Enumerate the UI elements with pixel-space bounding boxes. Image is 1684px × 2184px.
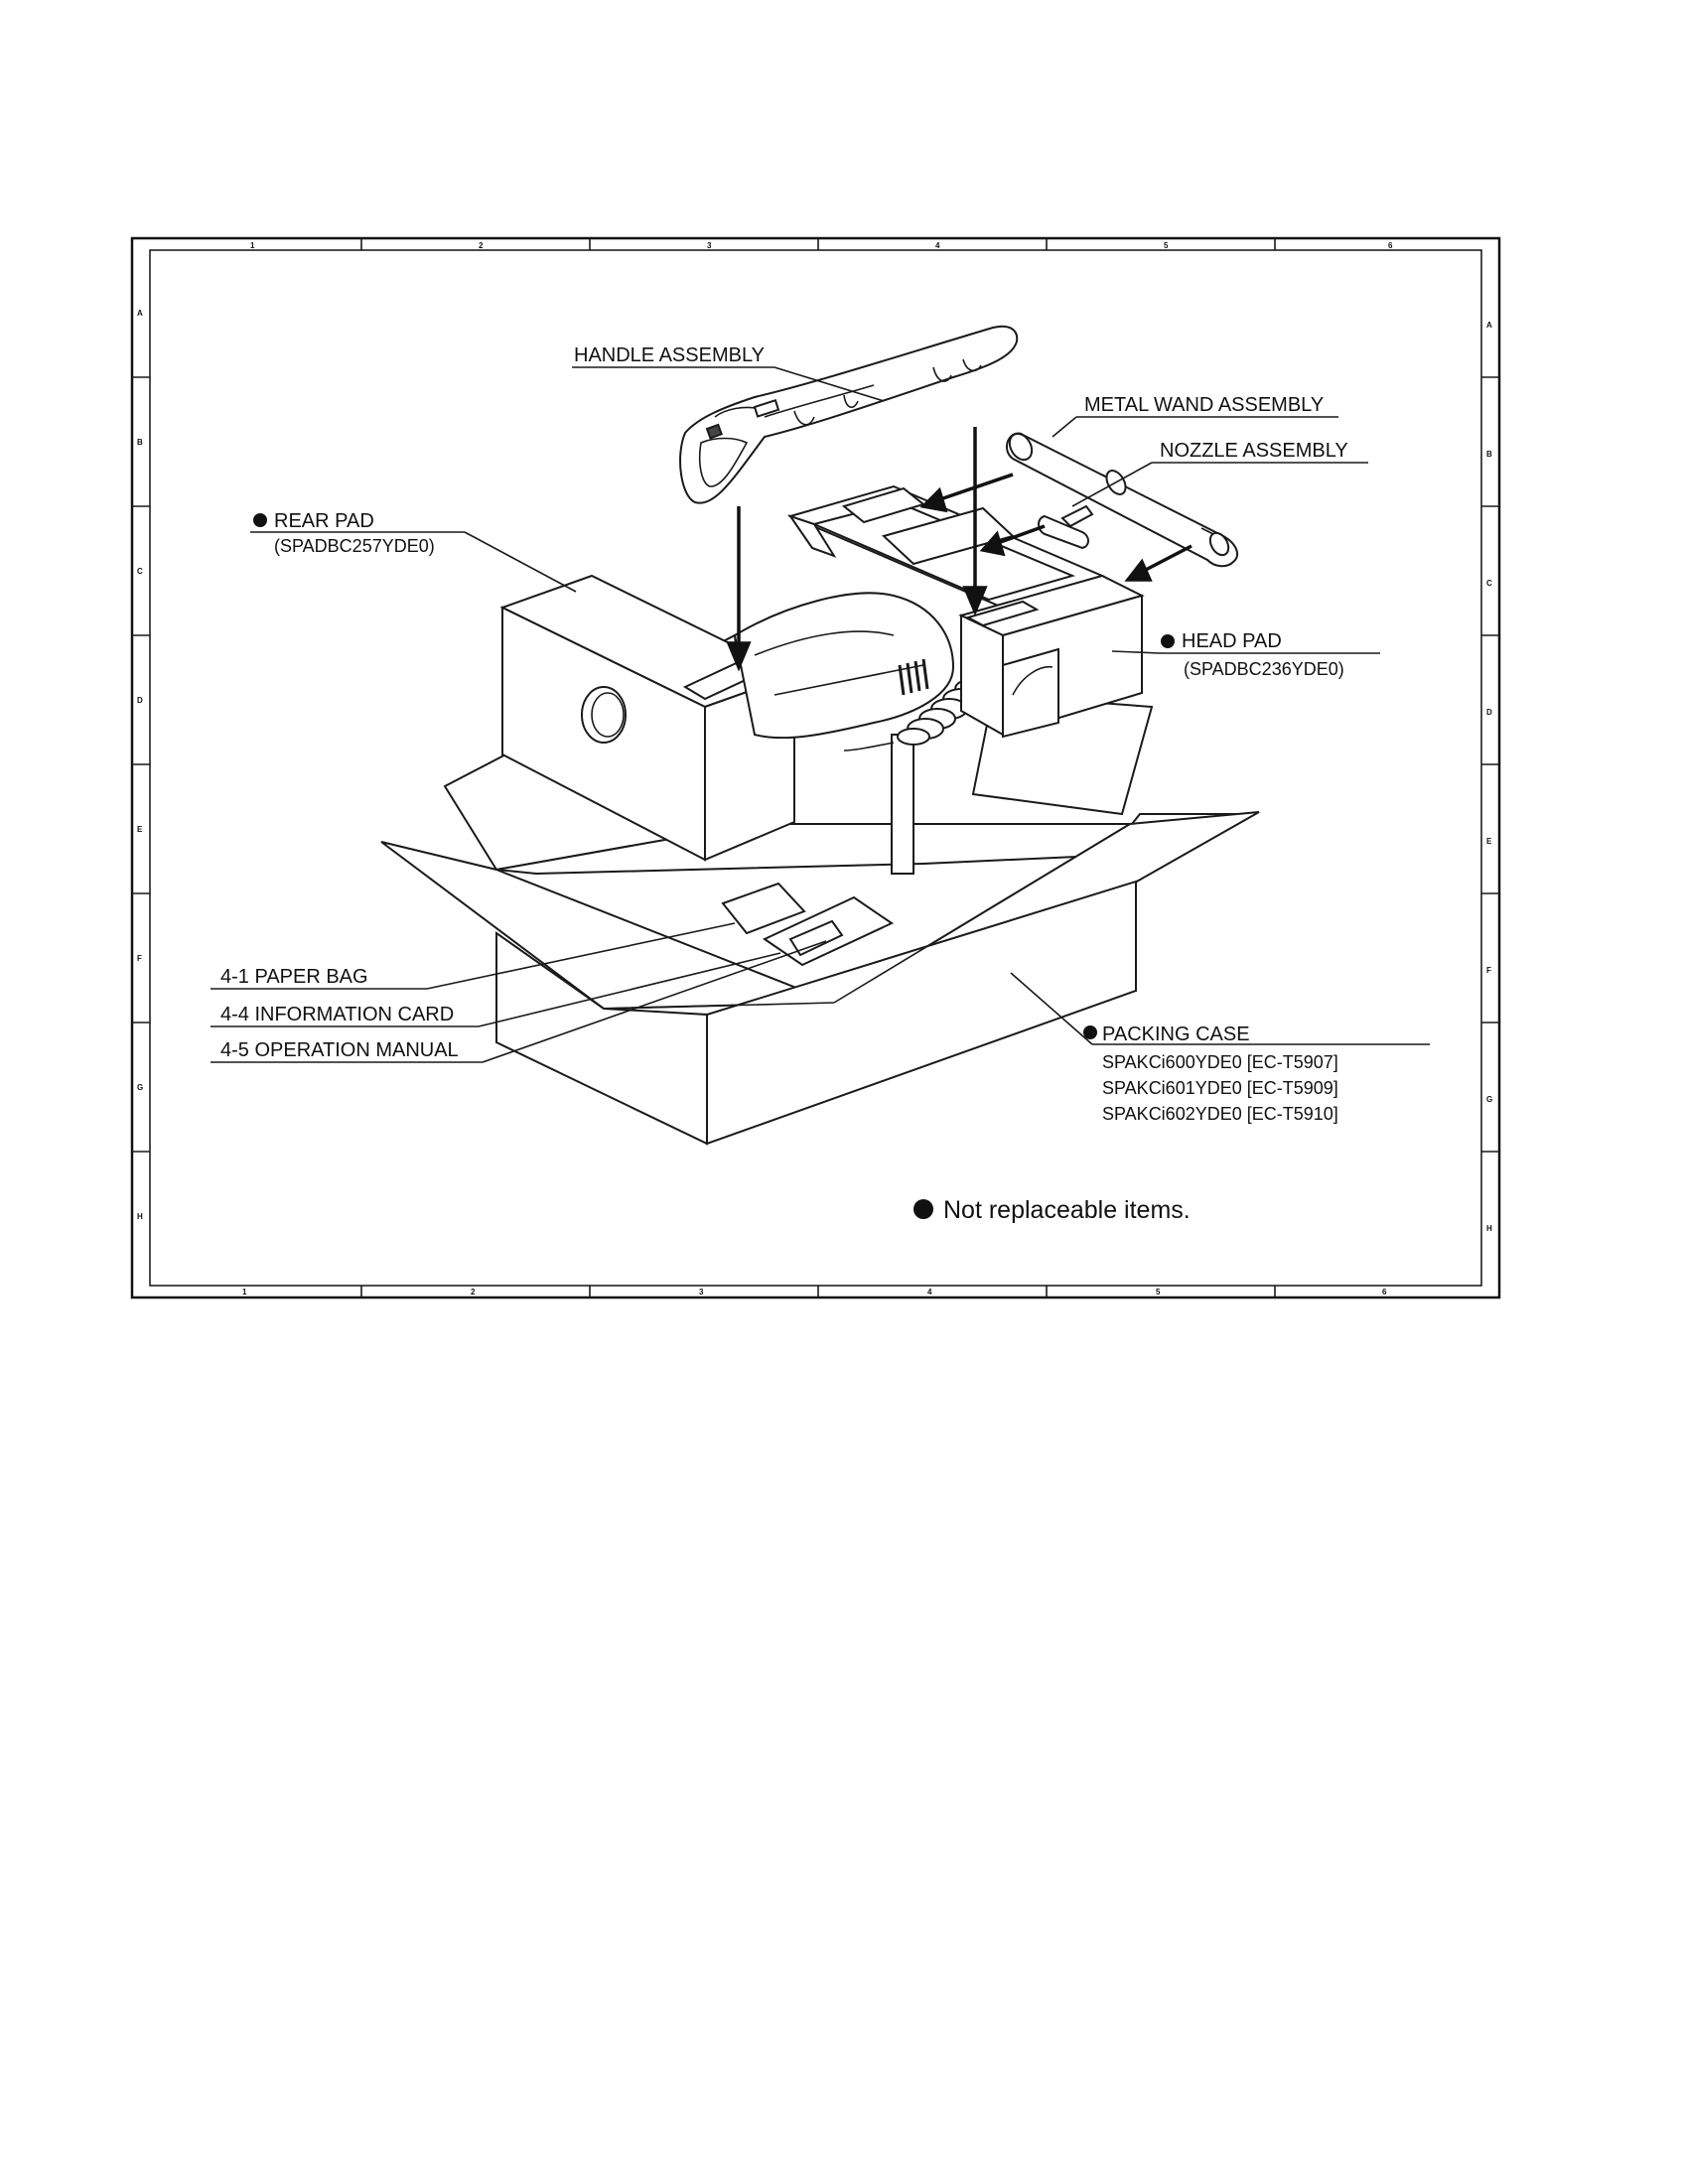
col-label-bottom-3: 3 bbox=[699, 1288, 704, 1297]
label-rear-pad: REAR PAD bbox=[274, 510, 374, 532]
label-paper-bag: 4-1 PAPER BAG bbox=[220, 966, 368, 988]
label-metal-wand-assembly: METAL WAND ASSEMBLY bbox=[1084, 394, 1324, 416]
legend-bullet bbox=[913, 1199, 933, 1219]
label-information-card: 4-4 INFORMATION CARD bbox=[220, 1004, 454, 1025]
row-label-right-g: G bbox=[1486, 1095, 1492, 1104]
row-label-right-c: C bbox=[1486, 579, 1492, 588]
col-label-top-3: 3 bbox=[707, 241, 712, 250]
row-label-left-b: B bbox=[137, 438, 143, 447]
label-packing-case-code-1: SPAKCi600YDE0 [EC-T5907] bbox=[1102, 1052, 1338, 1072]
row-label-left-g: G bbox=[137, 1083, 143, 1092]
col-label-top-5: 5 bbox=[1164, 241, 1169, 250]
row-label-right-h: H bbox=[1486, 1224, 1492, 1233]
row-label-left-h: H bbox=[137, 1212, 143, 1221]
label-operation-manual: 4-5 OPERATION MANUAL bbox=[220, 1039, 459, 1061]
metal-wand-drawing bbox=[1006, 432, 1239, 568]
packing-case-bullet bbox=[1083, 1025, 1097, 1039]
cleaner-body-drawing bbox=[733, 592, 992, 751]
row-label-right-d: D bbox=[1486, 708, 1492, 717]
label-head-pad: HEAD PAD bbox=[1182, 630, 1282, 652]
row-label-left-d: D bbox=[137, 696, 143, 705]
row-label-right-f: F bbox=[1486, 966, 1491, 975]
col-label-bottom-1: 1 bbox=[242, 1288, 247, 1297]
col-label-top-1: 1 bbox=[250, 241, 255, 250]
row-label-right-a: A bbox=[1486, 321, 1492, 330]
row-label-left-a: A bbox=[137, 309, 143, 318]
label-packing-case-code-2: SPAKCi601YDE0 [EC-T5909] bbox=[1102, 1078, 1338, 1098]
col-label-bottom-5: 5 bbox=[1156, 1288, 1161, 1297]
rear-pad-bullet bbox=[253, 513, 267, 527]
col-label-top-4: 4 bbox=[935, 241, 940, 250]
col-label-bottom-4: 4 bbox=[927, 1288, 932, 1297]
col-label-bottom-6: 6 bbox=[1382, 1288, 1387, 1297]
nozzle-drawing bbox=[1038, 504, 1094, 550]
legend-text: Not replaceable items. bbox=[943, 1196, 1191, 1224]
col-label-top-2: 2 bbox=[479, 241, 484, 250]
label-packing-case: PACKING CASE bbox=[1102, 1024, 1250, 1045]
label-nozzle-assembly: NOZZLE ASSEMBLY bbox=[1160, 440, 1348, 462]
row-label-left-f: F bbox=[137, 954, 142, 963]
row-label-left-c: C bbox=[137, 567, 143, 576]
handle-assembly-drawing bbox=[679, 325, 1019, 504]
drawing-frame: 1 2 3 4 5 6 1 2 3 4 5 6 A B C D E F G H … bbox=[130, 236, 1501, 1299]
assembly-arrows bbox=[726, 427, 1193, 672]
label-rear-pad-code: (SPADBC257YDE0) bbox=[274, 536, 435, 556]
col-label-bottom-2: 2 bbox=[471, 1288, 476, 1297]
leader-lines bbox=[210, 366, 1430, 1063]
head-pad-drawing bbox=[787, 484, 1145, 739]
label-head-pad-code: (SPADBC236YDE0) bbox=[1184, 659, 1344, 679]
label-packing-case-code-3: SPAKCi602YDE0 [EC-T5910] bbox=[1102, 1104, 1338, 1124]
not-replaceable-bullets bbox=[253, 513, 1175, 1219]
row-label-left-e: E bbox=[137, 825, 143, 834]
col-label-top-6: 6 bbox=[1388, 241, 1393, 250]
row-label-right-b: B bbox=[1486, 450, 1492, 459]
row-label-right-e: E bbox=[1486, 837, 1492, 846]
label-handle-assembly: HANDLE ASSEMBLY bbox=[574, 344, 765, 366]
head-pad-bullet bbox=[1161, 634, 1175, 648]
